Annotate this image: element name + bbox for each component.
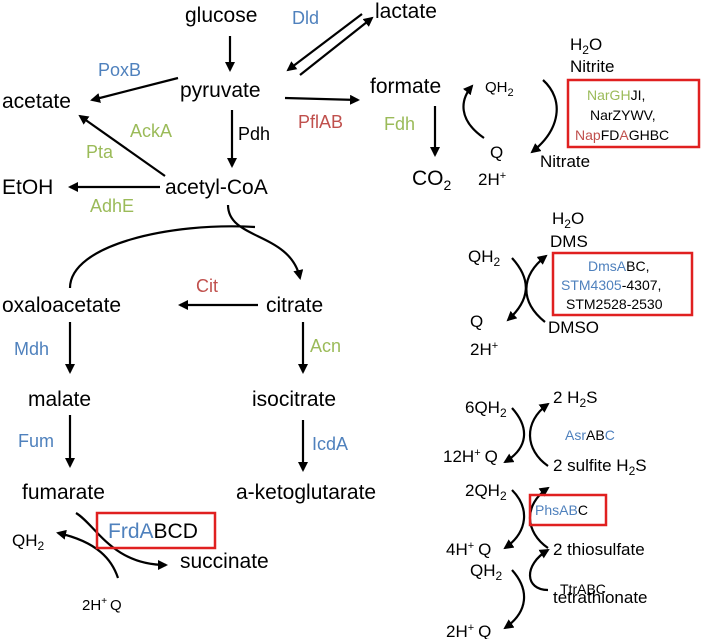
nitrite-label: Nitrite [570,57,614,76]
two-qh2: 2QH2 [465,481,507,503]
citrate-label: citrate [266,294,323,317]
arrow-ttr-qh2 [503,569,526,630]
metabolites: glucose lactate pyruvate acetate formate… [2,0,452,573]
enzymes: Dld PoxB Pdh PflAB AckA Pta AdhE Fdh Cit… [14,8,606,597]
nap-line: NapFDAGHBC [575,127,669,143]
qh2-nitrate: QH2 [485,79,514,99]
a-ketoglutarate-label: a-ketoglutarate [236,481,376,504]
dmso-label: DMSO [548,318,599,337]
q-nitrate: Q [490,143,503,162]
arrow-nitrate-qh2-q [462,84,485,139]
isocitrate-label: isocitrate [252,388,336,411]
dms-line3: STM2528-2530 [566,296,663,312]
phs-box [528,493,608,527]
enzyme-pflab: PflAB [298,112,343,132]
dms-box [551,251,694,317]
reaction-arrows [65,13,440,472]
enzyme-ttrabc: TtrABC [560,581,606,597]
arrow-acetylcoa-citrate [226,204,304,280]
fumarate-label: fumarate [22,481,105,504]
acetyl-coa-label: acetyl-CoA [165,176,268,199]
arrow-asr-sulfite [528,402,550,467]
h-dms: 2H+ [470,340,498,359]
arrow-dmso-dms [525,254,548,323]
arrow-pyruvate-lactate [299,16,374,76]
arrow-dmso-qh2 [506,257,527,322]
thiosulfate-label: 2 thiosulfate [553,540,645,559]
enzyme-acka: AckA [130,121,172,141]
twelve-h-q: 12H+Q [443,447,498,466]
enzyme-fum: Fum [18,431,54,451]
asr-label: AsrABC [565,427,615,443]
qh2-frd: QH2 [12,531,45,553]
arrow-lactate-pyruvate [286,13,363,72]
four-h-q: 4H+Q [446,540,491,559]
oxaloacetate-label: oxaloacetate [2,294,121,317]
pyruvate-label: pyruvate [180,79,261,102]
frd-label: FrdABCD [108,520,198,543]
qh2-ttr: QH2 [470,561,503,583]
enzyme-dld: Dld [292,8,319,28]
dms-line2: STM4305-4307, [561,277,661,293]
arrow-frd-qh2 [56,529,120,579]
two-h-q-ttr: 2H+Q [446,622,491,639]
arrow-phs-qh2 [503,489,526,550]
frd-box [95,511,217,550]
arrow-asr-qh2 [503,407,526,464]
q-dms: Q [470,312,483,331]
enzyme-adhe: AdhE [90,196,134,216]
dms-label: DMS [550,232,588,251]
etoh-label: EtOH [2,176,53,199]
arrow-frd-succinate [75,512,168,570]
enzyme-mdh: Mdh [14,339,49,359]
nar-line2: NarZYWV, [590,107,656,123]
nar-nap-box [566,78,701,149]
sulfite-h2s: 2 sulfite H2S [553,456,647,478]
glucose-label: glucose [185,4,257,27]
succinate-label: succinate [180,550,269,573]
arc-oxaloacetate-join [68,225,256,289]
arrow-nitrate-nitrite [530,79,558,154]
enzyme-pta: Pta [86,142,114,162]
enzyme-icda: IcdA [312,434,348,454]
h2o-dms: H2O [552,209,584,231]
arrow-phs-thiosulfate [528,486,550,549]
co2-label: CO2 [412,167,452,193]
enzyme-fdh: Fdh [384,114,415,134]
lactate-label: lactate [375,0,437,23]
qh2-dms: QH2 [468,247,501,269]
h2o-top: H2O [570,35,602,57]
two-h-q-frd: 2H+Q [82,596,122,614]
arrow-ttr-tetrathionate [529,548,550,592]
enzyme-poxb: PoxB [98,60,141,80]
arrow-acetylcoa-acetate [78,114,166,177]
h-nitrate: 2H+ [478,170,506,189]
malate-label: malate [28,388,91,411]
arrow-pyruvate-acetate [90,76,179,103]
phs-label: PhsABC [535,502,588,518]
arrow-pyruvate-formate [284,94,360,105]
electron-arrows [56,79,558,630]
enzyme-acn: Acn [310,336,341,356]
enzyme-pdh: Pdh [238,124,270,144]
acetate-label: acetate [2,90,71,113]
nitrate-label: Nitrate [540,152,590,171]
formate-label: formate [370,75,441,98]
six-qh2: 6QH2 [465,398,507,420]
tetrathionate-label: tetrathionate [553,588,648,607]
enzyme-cit: Cit [196,276,218,296]
nar-line1: NarGHJI, [587,87,645,103]
electron-labels: H2O Nitrite Nitrate QH2 Q 2H+ H2O DMS DM… [12,35,648,639]
dms-line1: DmsABC, [588,258,649,274]
complex-labels: NarGHJI, NarZYWV, NapFDAGHBC DmsABC, STM… [108,87,669,543]
two-h2s: 2 H2S [553,388,598,410]
